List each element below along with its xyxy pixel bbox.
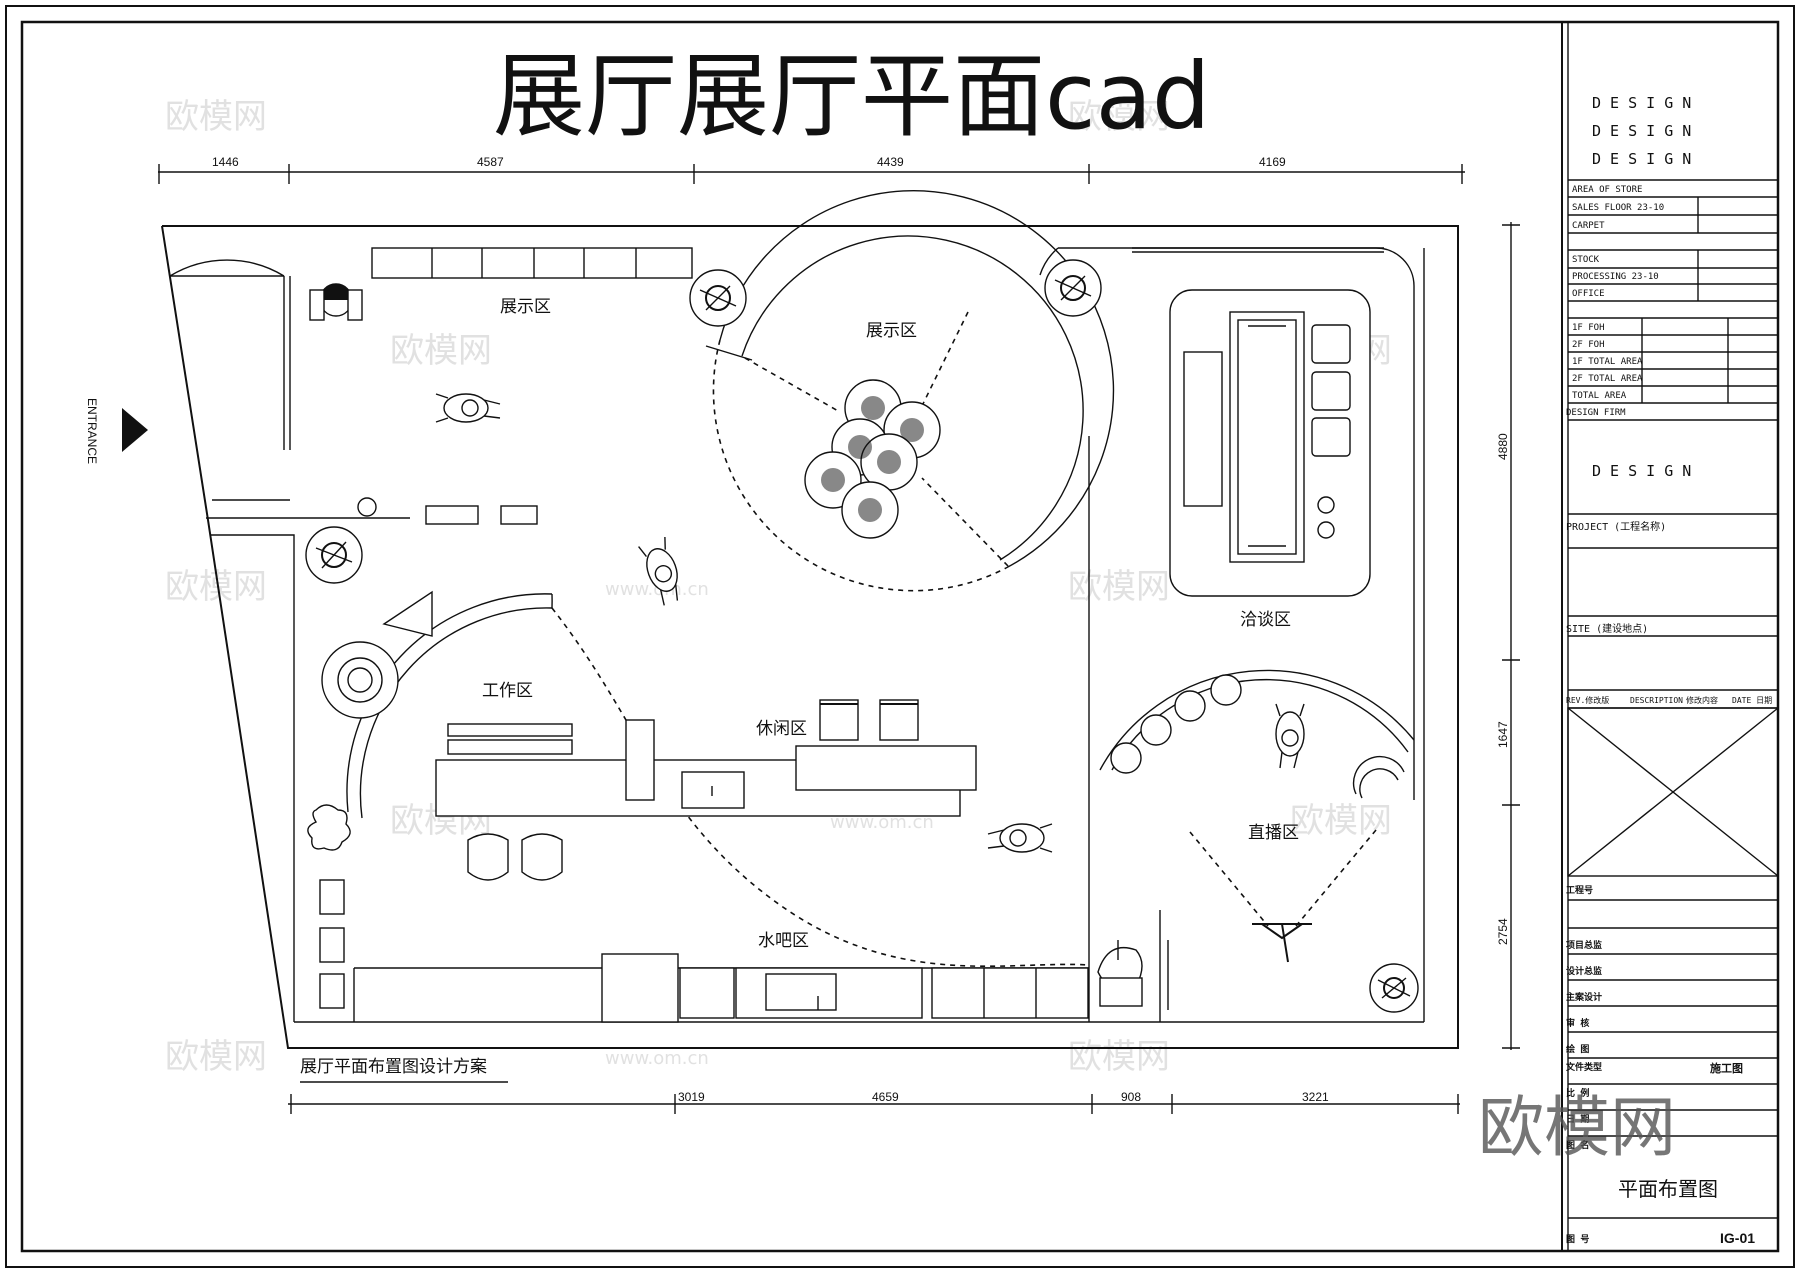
- inner-border: [20, 20, 1780, 1253]
- svg-text:www.om.cn: www.om.cn: [830, 812, 934, 833]
- tb-row-office: OFFICE: [1572, 289, 1605, 299]
- tb-design-firm-value: D E S I G N: [1592, 462, 1691, 480]
- tb-design-firm: DESIGN FIRM: [1566, 408, 1626, 418]
- zone-label-display-left: 展示区: [500, 297, 551, 317]
- work-area: 工作区 休闲区: [305, 526, 1090, 968]
- person-figure: [638, 537, 679, 606]
- plan-subtitle: 展厅平面布置图设计方案: [300, 1057, 487, 1077]
- dim-right-2: 1647: [1496, 721, 1510, 748]
- zone-label-water-bar: 水吧区: [758, 931, 809, 951]
- tb-sign-date: 日 期: [1566, 1113, 1589, 1125]
- person-figure: [1275, 703, 1305, 769]
- tb-rev-header-4: DATE 日期: [1732, 696, 1772, 705]
- tb-sign-file-type: 文件类型: [1565, 1061, 1602, 1073]
- top-dimension-line: 1446 4587 4439 4169: [158, 155, 1465, 184]
- dim-top-3: 4439: [877, 155, 904, 169]
- tb-rev-header-1: REV.修改版: [1566, 695, 1609, 705]
- tb-row-2f-total: 2F TOTAL AREA: [1572, 374, 1643, 384]
- svg-text:www.om.cn: www.om.cn: [605, 579, 709, 600]
- person-figure: [435, 393, 501, 423]
- tb-row-processing: PROCESSING 23-10: [1572, 272, 1659, 282]
- tb-drawing-name: 平面布置图: [1618, 1177, 1718, 1201]
- tb-rev-header-3: 修改内容: [1686, 695, 1718, 705]
- bottom-dimension-line: 3019 4659 908 3221: [288, 1090, 1460, 1114]
- tb-rev-header-2: DESCRIPTION: [1630, 696, 1683, 705]
- tb-row-sales-floor: SALES FLOOR 23-10: [1572, 203, 1664, 213]
- tb-sign-scale: 比 例: [1566, 1087, 1589, 1099]
- entrance-label: ENTRANCE: [85, 398, 99, 464]
- design-line-1: D E S I G N: [1592, 94, 1691, 112]
- tb-row-area-of-store: AREA OF STORE: [1572, 185, 1642, 195]
- tb-project: PROJECT (工程名称): [1566, 520, 1666, 533]
- watermark-layer: 欧模网 欧模网 欧模网 欧模网 欧模网 欧模网 欧模网 欧模网 欧模网 欧模网 …: [165, 97, 1392, 1077]
- tb-sign-review: 审 核: [1566, 1017, 1589, 1029]
- water-bar-area: 水吧区: [319, 879, 1169, 1023]
- tb-sign-design-director: 设计总监: [1566, 965, 1602, 977]
- svg-text:欧模网: 欧模网: [1068, 97, 1170, 137]
- tb-row-carpet: CARPET: [1572, 221, 1605, 231]
- tb-drawing-no-label: 图 号: [1566, 1234, 1589, 1245]
- svg-text:欧模网: 欧模网: [390, 331, 492, 371]
- planter-cluster: [804, 379, 941, 539]
- zone-label-display-circle: 展示区: [866, 321, 917, 341]
- plant-icon: [689, 269, 747, 327]
- outer-border: [5, 5, 1795, 1268]
- dim-top-1: 1446: [212, 155, 239, 169]
- zone-label-live: 直播区: [1248, 823, 1299, 843]
- tb-row-1f-foh: 1F FOH: [1572, 323, 1605, 333]
- svg-text:欧模网: 欧模网: [1290, 801, 1392, 841]
- tb-sign-project-director: 项目总监: [1566, 939, 1602, 951]
- tb-drawing-no: IG-01: [1720, 1230, 1755, 1246]
- svg-text:欧模网: 欧模网: [1068, 1037, 1170, 1077]
- zone-label-leisure: 休闲区: [756, 719, 807, 739]
- dim-top-2: 4587: [477, 155, 504, 169]
- svg-text:欧模网: 欧模网: [1068, 567, 1170, 607]
- dim-top-4: 4169: [1259, 155, 1286, 169]
- design-line-3: D E S I G N: [1592, 150, 1691, 168]
- tb-sign-drawing: 绘 图: [1566, 1043, 1589, 1055]
- display-left-area: 展示区: [309, 283, 551, 321]
- tb-site: SITE (建设地点): [1566, 622, 1648, 635]
- zone-label-negotiation: 洽谈区: [1240, 610, 1291, 630]
- tb-sign-drawing-name: 图 名: [1566, 1139, 1589, 1151]
- watermark-logo: 欧模网: [1478, 1089, 1676, 1166]
- dim-bottom-2: 4659: [872, 1090, 899, 1104]
- right-dimension-line: 4880 1647 2754: [1496, 222, 1520, 1050]
- svg-text:欧模网: 欧模网: [165, 1037, 267, 1077]
- svg-text:www.om.cn: www.om.cn: [605, 1048, 709, 1069]
- title-block: D E S I G N D E S I G N D E S I G N AREA…: [1561, 22, 1779, 1251]
- tb-row-stock: STOCK: [1572, 255, 1600, 265]
- design-line-2: D E S I G N: [1592, 122, 1691, 140]
- plant-icon: [1369, 963, 1419, 1013]
- plant-icon: [305, 526, 363, 584]
- person-figure: [987, 823, 1053, 853]
- dim-bottom-1: 3019: [678, 1090, 705, 1104]
- dim-bottom-3: 908: [1121, 1090, 1141, 1104]
- svg-text:欧模网: 欧模网: [165, 97, 267, 137]
- live-area: 直播区: [1099, 669, 1419, 1013]
- zone-label-work: 工作区: [482, 681, 533, 701]
- tb-sign-lead-designer: 主案设计: [1566, 991, 1602, 1003]
- entrance-marker: ENTRANCE: [85, 398, 148, 464]
- drawing-title: 展厅展厅平面cad: [493, 43, 1210, 150]
- dim-right-3: 2754: [1496, 918, 1510, 945]
- plant-icon: [1044, 259, 1102, 317]
- negotiation-area: 洽谈区: [1039, 247, 1415, 800]
- dim-right-1: 4880: [1496, 433, 1510, 460]
- tb-row-1f-total: 1F TOTAL AREA: [1572, 357, 1643, 367]
- tb-sign-project-no: 工程号: [1566, 884, 1593, 896]
- tb-row-total-area: TOTAL AREA: [1572, 391, 1627, 401]
- tb-row-2f-foh: 2F FOH: [1572, 340, 1605, 350]
- round-display-area: 展示区: [689, 190, 1115, 592]
- building-outline: [161, 225, 1459, 1049]
- plant-icon: [307, 804, 351, 851]
- tb-file-type-value: 施工图: [1710, 1061, 1743, 1075]
- dim-bottom-4: 3221: [1302, 1090, 1329, 1104]
